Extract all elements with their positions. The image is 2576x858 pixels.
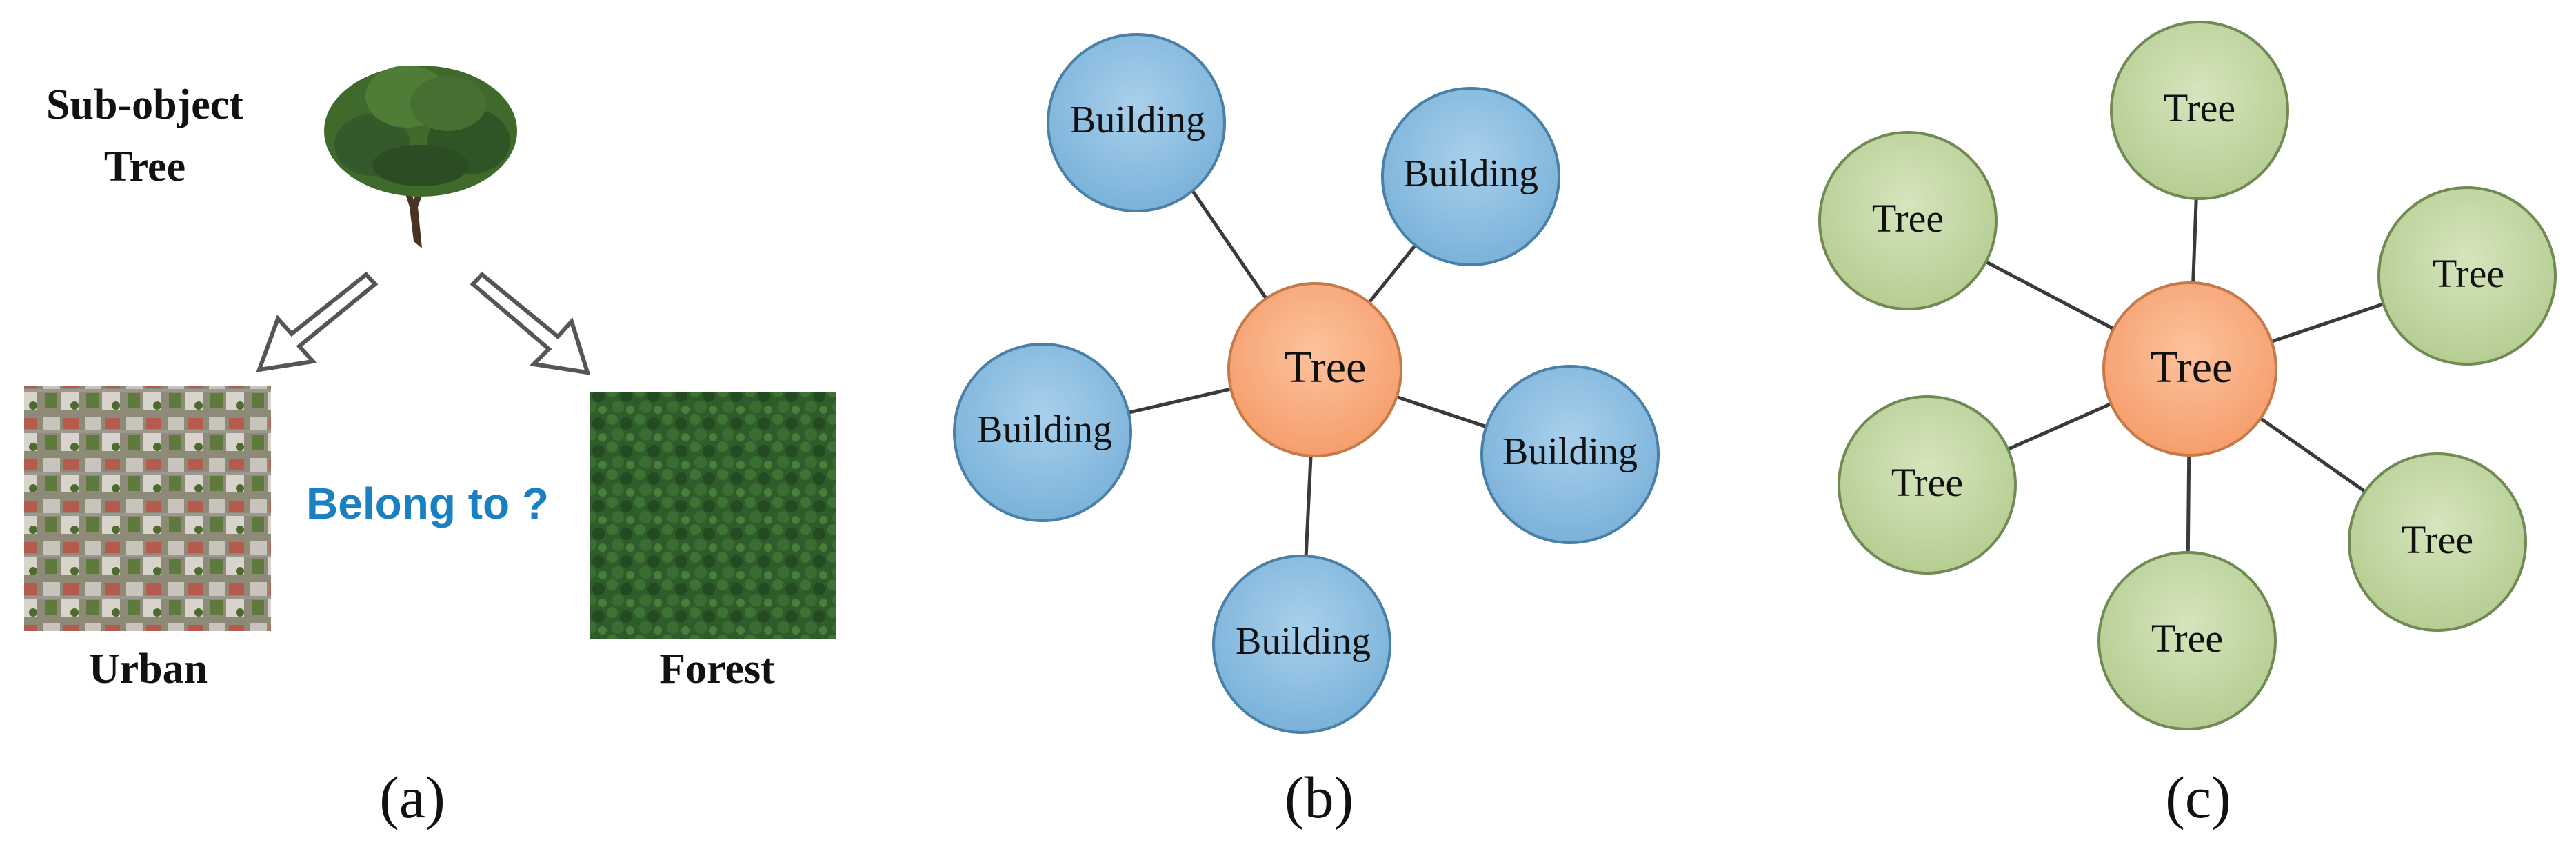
subobject-name: Tree xyxy=(104,143,185,190)
tree-icon xyxy=(324,66,517,248)
center-node-label: Tree xyxy=(1285,342,1367,392)
building-node xyxy=(1480,365,1660,544)
building-node xyxy=(1047,33,1226,212)
tree-node-label: Tree xyxy=(1872,196,1944,241)
tree-node-label: Tree xyxy=(2164,86,2235,130)
tree-center-node xyxy=(2102,281,2277,457)
tree-center-node xyxy=(1227,282,1402,457)
building-node-label: Building xyxy=(1403,152,1538,195)
subobject-title: Sub-object xyxy=(46,81,243,128)
tree-node xyxy=(2348,452,2527,632)
tree-node-label: Tree xyxy=(2151,616,2223,661)
building-node-label: Building xyxy=(1070,99,1205,141)
tree-node xyxy=(2110,21,2289,200)
building-node-label: Building xyxy=(977,408,1112,451)
tree-node-label: Tree xyxy=(2433,251,2504,296)
panel-c: Tree Tree Tree Tree Tree Tree Tree (c) xyxy=(1818,21,2557,830)
question-label: Belong to ? xyxy=(306,479,549,528)
urban-label: Urban xyxy=(89,646,208,692)
building-node-label: Building xyxy=(1502,430,1638,473)
caption-b: (b) xyxy=(1285,764,1354,830)
tree-node xyxy=(2377,186,2557,366)
forest-image xyxy=(590,392,836,639)
center-node-label: Tree xyxy=(2151,342,2233,392)
panel-b: Building Building Building Building Buil… xyxy=(953,33,1660,830)
urban-image xyxy=(24,386,271,631)
forest-label: Forest xyxy=(659,646,775,692)
building-node xyxy=(1212,555,1391,734)
building-node-label: Building xyxy=(1236,620,1371,663)
tree-node xyxy=(1818,131,1998,310)
caption-c: (c) xyxy=(2165,764,2231,830)
tree-node-label: Tree xyxy=(1891,460,1963,505)
arrow-to-urban-icon xyxy=(256,271,379,372)
tree-node xyxy=(1838,395,2017,575)
building-node xyxy=(1381,87,1560,266)
arrow-to-forest-icon xyxy=(470,271,591,375)
tree-node-label: Tree xyxy=(2402,517,2473,562)
panel-a: Sub-object Tree Belong to ? Urban Forest… xyxy=(24,66,836,830)
tree-node xyxy=(2097,551,2277,730)
building-node xyxy=(953,343,1132,522)
caption-a: (a) xyxy=(379,764,445,830)
